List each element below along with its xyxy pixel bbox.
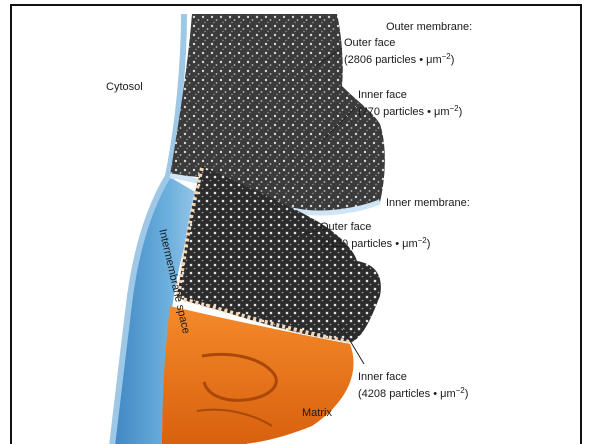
im-inner-face-label: Inner face (4208 particles • μm−2) <box>358 370 468 401</box>
inner-membrane-heading: Inner membrane: <box>386 196 470 210</box>
om-inner-face-label: Inner face (770 particles • μm−2) <box>358 88 462 119</box>
om-outer-face-label: Outer face (2806 particles • μm−2) <box>344 36 454 67</box>
matrix-label: Matrix <box>302 406 332 420</box>
mitochondrion-freeze-fracture-illustration <box>12 6 582 444</box>
figure-frame: Cytosol Intermembrane space Matrix Outer… <box>10 4 582 444</box>
cytosol-label: Cytosol <box>106 80 143 94</box>
outer-membrane-heading: Outer membrane: <box>386 20 472 34</box>
im-outer-face-label: Outer face (2120 particles • μm−2) <box>320 220 430 251</box>
